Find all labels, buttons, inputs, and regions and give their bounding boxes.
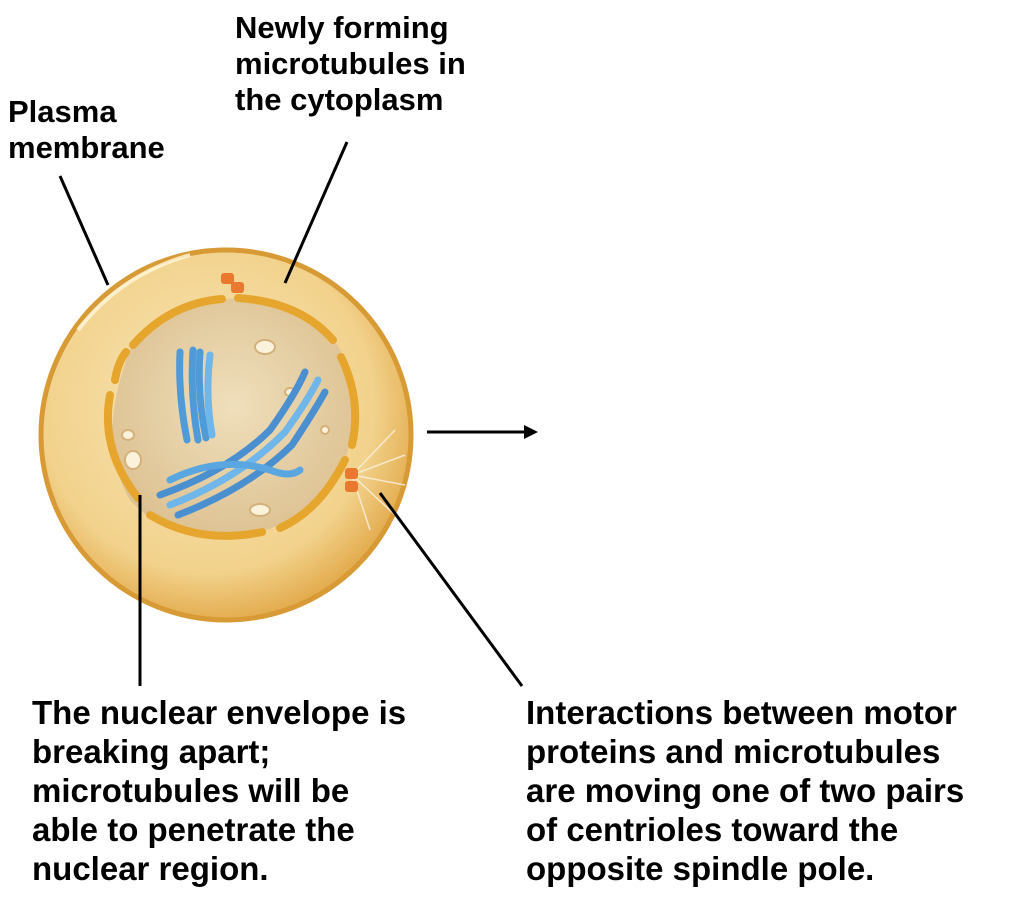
plasma-membrane-pointer [60, 176, 108, 285]
nuclear-envelope-label: The nuclear envelope is breaking apart; … [32, 693, 406, 888]
motor-proteins-label: Interactions between motor proteins and … [526, 693, 964, 888]
motor-proteins-pointer [380, 493, 522, 686]
plasma-membrane-label: Plasma membrane [8, 94, 165, 166]
microtubules-forming-label: Newly forming microtubules in the cytopl… [235, 10, 466, 118]
cell [41, 250, 411, 620]
microtubules-pointer [285, 142, 347, 283]
next-stage-arrow [427, 425, 538, 439]
